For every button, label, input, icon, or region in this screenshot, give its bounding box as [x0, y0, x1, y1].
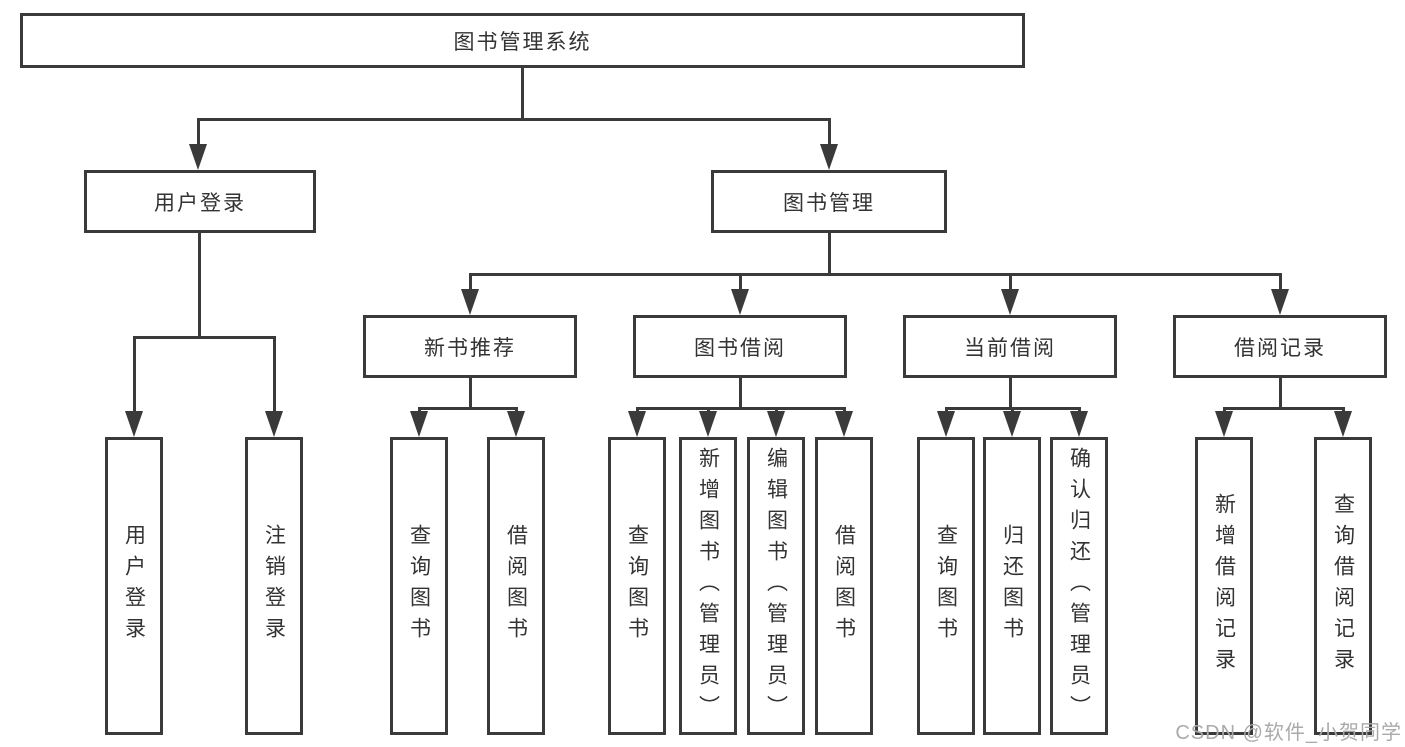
leaf-label: 借阅图书 — [832, 524, 856, 648]
connector-vline — [1223, 407, 1226, 414]
arrow-down-icon — [125, 411, 143, 437]
arrow-down-icon — [410, 411, 428, 437]
connector-vline — [521, 68, 524, 118]
leaf-user-login: 用户登录 — [105, 437, 163, 735]
leaf-label: 查询图书 — [934, 524, 958, 648]
connector-vline — [843, 407, 846, 414]
leaf-label: 查询图书 — [625, 524, 649, 648]
connector-vline — [198, 233, 201, 336]
connector-vline — [1279, 273, 1282, 290]
connector-vline — [1009, 378, 1012, 407]
connector-vline — [775, 407, 778, 414]
connector-hline — [1223, 407, 1344, 410]
leaf-borrow-books: 借阅图书 — [815, 437, 873, 735]
leaf-label: 查询图书 — [407, 524, 431, 648]
connector-vline — [1011, 407, 1014, 414]
arrow-down-icon — [699, 411, 717, 437]
leaf-label: 新增图书（管理员） — [696, 446, 720, 726]
connector-vline — [945, 407, 948, 414]
connector-vline — [515, 407, 518, 414]
arrow-down-icon — [189, 144, 207, 170]
node-new-book-recommend-label: 新书推荐 — [424, 336, 516, 360]
arrow-down-icon — [767, 411, 785, 437]
connector-hline — [133, 336, 276, 339]
arrow-down-icon — [937, 411, 955, 437]
connector-vline — [418, 407, 421, 414]
connector-vline — [133, 336, 136, 412]
leaf-label: 归还图书 — [1000, 524, 1024, 648]
node-root: 图书管理系统 — [20, 13, 1025, 68]
arrow-down-icon — [1003, 411, 1021, 437]
leaf-label: 查询借阅记录 — [1331, 493, 1355, 679]
leaf-query-books-recommend: 查询图书 — [390, 437, 448, 735]
arrow-down-icon — [1070, 411, 1088, 437]
node-current-borrow: 当前借阅 — [903, 315, 1117, 378]
node-borrow-record: 借阅记录 — [1173, 315, 1387, 378]
node-user-login-label: 用户登录 — [154, 191, 246, 215]
node-book-borrow: 图书借阅 — [633, 315, 847, 378]
arrow-down-icon — [1215, 411, 1233, 437]
arrow-down-icon — [835, 411, 853, 437]
arrow-down-icon — [1001, 289, 1019, 315]
leaf-label: 编辑图书（管理员） — [764, 446, 788, 726]
leaf-query-books-borrow: 查询图书 — [608, 437, 666, 735]
arrow-down-icon — [731, 289, 749, 315]
leaf-add-borrow-record: 新增借阅记录 — [1195, 437, 1253, 735]
connector-vline — [197, 118, 200, 145]
connector-vline — [1078, 407, 1081, 414]
leaf-borrow-books-recommend: 借阅图书 — [487, 437, 545, 735]
leaf-edit-books-admin: 编辑图书（管理员） — [747, 437, 805, 735]
node-new-book-recommend: 新书推荐 — [363, 315, 577, 378]
arrow-down-icon — [1334, 411, 1352, 437]
node-root-label: 图书管理系统 — [453, 30, 592, 54]
connector-vline — [469, 273, 472, 290]
connector-hline — [418, 407, 518, 410]
watermark: CSDN @软件_小贺同学 — [1175, 722, 1402, 744]
node-borrow-record-label: 借阅记录 — [1234, 336, 1326, 360]
leaf-add-books-admin: 新增图书（管理员） — [679, 437, 737, 735]
node-book-borrow-label: 图书借阅 — [694, 336, 786, 360]
leaf-return-books: 归还图书 — [983, 437, 1041, 735]
connector-vline — [1279, 378, 1282, 407]
node-current-borrow-label: 当前借阅 — [964, 336, 1056, 360]
connector-vline — [828, 233, 831, 273]
leaf-label: 注销登录 — [262, 524, 286, 648]
arrow-down-icon — [461, 289, 479, 315]
connector-vline — [828, 118, 831, 145]
arrow-down-icon — [628, 411, 646, 437]
node-book-management-label: 图书管理 — [783, 191, 875, 215]
leaf-logout: 注销登录 — [245, 437, 303, 735]
leaf-label: 确认归还（管理员） — [1067, 446, 1091, 726]
connector-vline — [1009, 273, 1012, 290]
leaf-query-books-current: 查询图书 — [917, 437, 975, 735]
connector-vline — [739, 378, 742, 407]
node-user-login: 用户登录 — [84, 170, 316, 233]
connector-hline — [197, 118, 831, 121]
arrow-down-icon — [820, 144, 838, 170]
leaf-label: 新增借阅记录 — [1212, 493, 1236, 679]
connector-hline — [636, 407, 845, 410]
leaf-label: 借阅图书 — [504, 524, 528, 648]
leaf-label: 用户登录 — [122, 524, 146, 648]
connector-vline — [273, 336, 276, 412]
arrow-down-icon — [507, 411, 525, 437]
connector-vline — [636, 407, 639, 414]
leaf-confirm-return-admin: 确认归还（管理员） — [1050, 437, 1108, 735]
connector-hline — [469, 273, 1282, 276]
connector-vline — [739, 273, 742, 290]
leaf-query-borrow-record: 查询借阅记录 — [1314, 437, 1372, 735]
arrow-down-icon — [265, 411, 283, 437]
node-book-management: 图书管理 — [711, 170, 947, 233]
connector-vline — [469, 378, 472, 407]
connector-vline — [1342, 407, 1345, 414]
arrow-down-icon — [1271, 289, 1289, 315]
connector-vline — [707, 407, 710, 414]
